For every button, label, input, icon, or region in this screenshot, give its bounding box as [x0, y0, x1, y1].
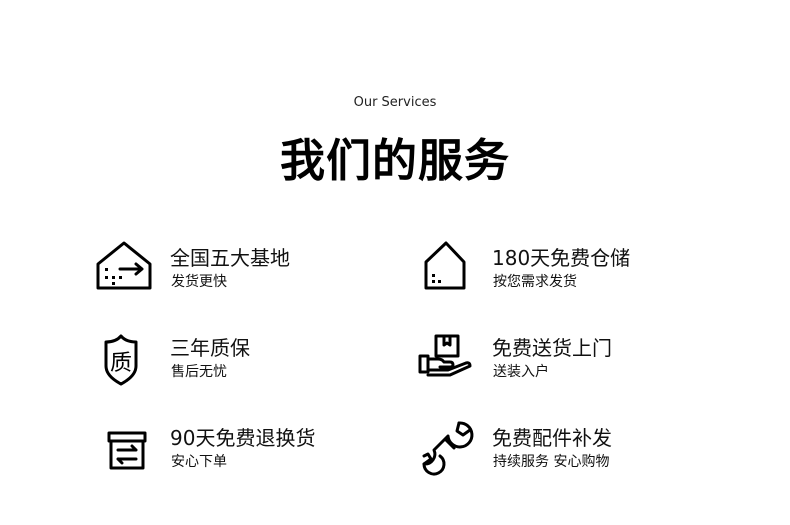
storage-house-icon	[416, 238, 476, 298]
service-item-warranty: 质 三年质保 售后无忧	[94, 328, 414, 392]
eyebrow-text: Our Services	[353, 95, 437, 110]
service-subtitle: 按您需求发货	[493, 274, 577, 290]
service-subtitle: 售后无忧	[171, 364, 227, 380]
service-item-returns: 90天免费退换货 安心下单	[94, 418, 414, 482]
service-item-bases: 全国五大基地 发货更快	[94, 238, 414, 302]
service-title: 免费送货上门	[492, 336, 612, 360]
service-subtitle: 安心下单	[171, 454, 227, 470]
wrench-icon	[416, 418, 476, 478]
service-item-parts: 免费配件补发 持续服务 安心购物	[416, 418, 736, 482]
quality-shield-icon: 质	[94, 328, 154, 388]
warehouse-house-icon	[94, 238, 154, 298]
service-title: 三年质保	[170, 336, 250, 360]
service-subtitle: 持续服务 安心购物	[493, 454, 610, 470]
page-title: 我们的服务	[279, 134, 510, 187]
service-title: 90天免费退换货	[170, 426, 316, 450]
service-item-delivery: 免费送货上门 送装入户	[416, 328, 736, 392]
service-title: 全国五大基地	[170, 246, 290, 270]
quality-char: 质	[110, 351, 132, 376]
service-item-storage: 180天免费仓储 按您需求发货	[416, 238, 736, 302]
service-title: 免费配件补发	[492, 426, 612, 450]
service-subtitle: 发货更快	[171, 274, 227, 290]
hand-package-icon	[416, 328, 476, 388]
exchange-box-icon	[94, 418, 154, 478]
service-subtitle: 送装入户	[493, 364, 549, 380]
service-title: 180天免费仓储	[492, 246, 631, 270]
